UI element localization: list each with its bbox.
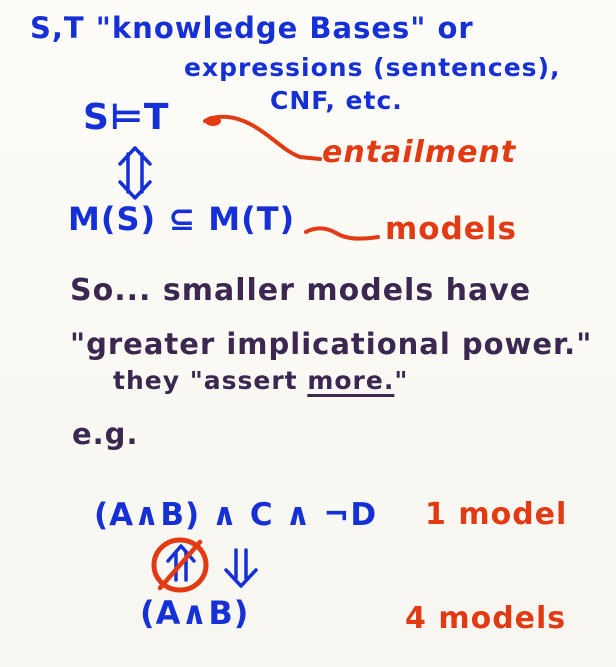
models-expression: M(S) ⊆ M(T) xyxy=(68,200,296,238)
assert-prefix: they "assert xyxy=(113,366,308,395)
example-expression-2: (A∧B) xyxy=(140,594,250,632)
eg-label: e.g. xyxy=(72,417,139,451)
models-label: models xyxy=(385,211,517,247)
assert-more-line: they "assert more." xyxy=(113,368,408,393)
example-count-2: 4 models xyxy=(405,601,567,636)
assert-more-word: more. xyxy=(307,366,395,395)
entailment-label: entailment xyxy=(322,135,517,170)
cnf-line: CNF, etc. xyxy=(270,86,403,115)
example-count-1: 1 model xyxy=(425,497,568,532)
kb-definition-line: S,T "knowledge Bases" or xyxy=(30,11,474,45)
smaller-models-line: So... smaller models have xyxy=(70,273,532,308)
example-expression-1: (A∧B) ∧ C ∧ ¬D xyxy=(94,497,378,533)
expressions-line: expressions (sentences), xyxy=(184,53,561,82)
entailment-expression: S⊨T xyxy=(83,97,170,138)
assert-suffix: " xyxy=(394,366,409,395)
implicational-power-line: "greater implicational power." xyxy=(70,327,593,361)
